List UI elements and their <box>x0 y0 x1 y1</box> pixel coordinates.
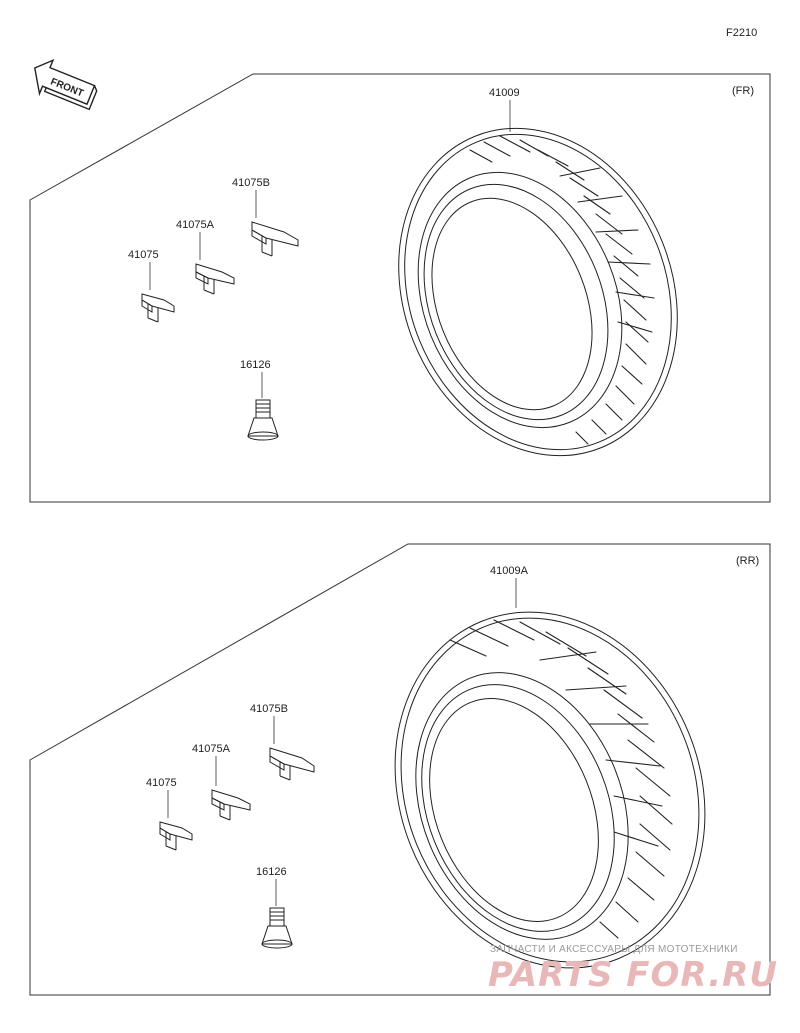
rear-balance-weight <box>159 821 193 851</box>
watermark: ЗАПЧАСТИ И АКСЕССУАРЫ ДЛЯ МОТОТЕХНИКИ PA… <box>488 944 778 995</box>
rear-balance-weight-a <box>211 789 251 821</box>
front-weight-label: 41075 <box>128 249 159 261</box>
front-valve-label: 16126 <box>240 359 271 371</box>
rear-tire-part-label: 41009A <box>490 565 529 577</box>
front-tire-part-label: 41009 <box>489 87 520 99</box>
figure-code: F2210 <box>726 27 757 39</box>
panel-front: (FR) 41009 41075B <box>29 73 771 503</box>
rear-valve-label: 16126 <box>256 866 287 878</box>
front-direction-arrow-icon: FRONT <box>33 58 98 111</box>
watermark-top-text: ЗАПЧАСТИ И АКСЕССУАРЫ ДЛЯ МОТОТЕХНИКИ <box>490 944 738 955</box>
rear-weight-b-label: 41075B <box>250 703 288 715</box>
panel-rear: (RR) 41009A 41075B <box>29 543 771 996</box>
front-weight-a-label: 41075A <box>176 219 215 231</box>
rear-tire-valve <box>261 907 293 949</box>
watermark-main-text: PARTS FOR.RU <box>488 955 778 995</box>
front-balance-weight <box>141 293 175 323</box>
front-balance-weight-b <box>251 221 299 257</box>
panel-rear-tag: (RR) <box>736 555 759 567</box>
rear-weight-label: 41075 <box>146 777 177 789</box>
front-balance-weight-a <box>195 263 235 295</box>
rear-tire <box>394 611 706 969</box>
front-tire <box>398 127 678 457</box>
rear-weight-a-label: 41075A <box>192 743 231 755</box>
rear-balance-weight-b <box>269 747 315 781</box>
panel-front-tag: (FR) <box>732 85 754 97</box>
front-tire-valve <box>247 399 279 441</box>
front-weight-b-label: 41075B <box>232 177 270 189</box>
